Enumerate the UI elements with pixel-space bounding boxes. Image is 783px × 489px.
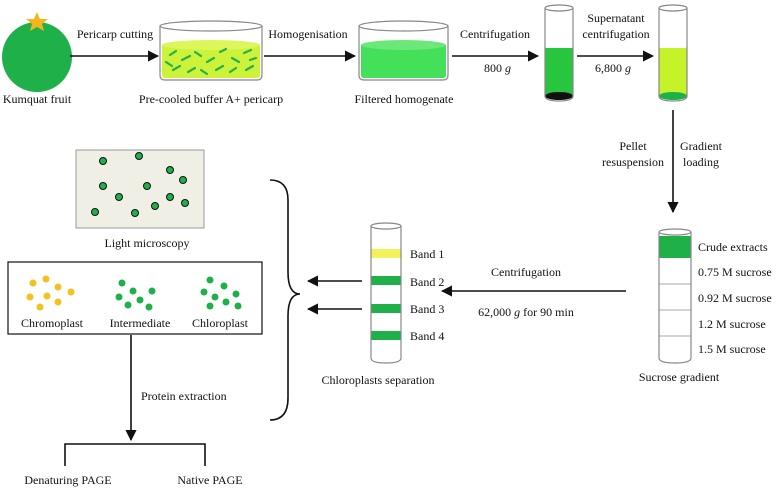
crude-extracts-layer [659, 236, 691, 258]
homogenate-surface [361, 40, 446, 50]
label-band-2: Band 2 [410, 275, 444, 289]
chromoplast-dots [26, 275, 75, 311]
label-denaturing-page: Denaturing PAGE [24, 473, 111, 487]
pericarp-pieces [164, 47, 258, 76]
fruit-body [2, 22, 72, 92]
beaker2-wall [358, 26, 449, 81]
label-pellet-2: resuspension [602, 155, 664, 169]
label-speed-6800: 6,800 g [595, 61, 631, 75]
label-light-microscopy: Light microscopy [105, 236, 190, 250]
curly-brace [269, 179, 301, 421]
label-gradient-2: loading [683, 155, 719, 169]
label-centrifugation-2: Centrifugation [491, 265, 561, 279]
tube-centrifuge-2 [658, 4, 688, 102]
label-filtered: Filtered homogenate [355, 92, 454, 106]
label-supernatant-1: Supernatant [587, 11, 645, 25]
sucrose-gradient-tube [658, 228, 692, 364]
buffer-liquid [162, 45, 260, 78]
label-crude-extracts: Crude extracts [698, 240, 768, 254]
gradient-tube-wall [658, 232, 692, 364]
label-gradient-1: Gradient [680, 139, 723, 153]
tube2-supernatant [659, 48, 687, 98]
tube1-pellet [545, 92, 573, 100]
band-3-layer [371, 304, 401, 313]
label-centrifugation-1: Centrifugation [460, 27, 530, 41]
label-chromoplast: Chromoplast [21, 316, 84, 330]
intermediate-dots [115, 279, 156, 311]
band-4-layer [371, 331, 401, 340]
label-sucrose-gradient: Sucrose gradient [639, 370, 720, 384]
label-kumquat-fruit: Kumquat fruit [3, 92, 72, 106]
branch-lines [64, 443, 206, 466]
beaker-wall [159, 26, 263, 81]
label-sucrose-15: 1.5 M sucrose [698, 342, 766, 356]
chloroplast-dots [200, 276, 242, 310]
label-speed-62000: 62,000 g for 90 min [478, 305, 574, 319]
band-1-layer [371, 249, 401, 258]
label-band-4: Band 4 [410, 329, 444, 343]
homogenate-liquid [361, 45, 446, 78]
band-2-layer [371, 276, 401, 285]
beaker-rim [159, 20, 263, 32]
label-band-3: Band 3 [410, 302, 444, 316]
label-pellet-1: Pellet [619, 139, 647, 153]
kumquat-fruit-icon [2, 12, 72, 92]
label-speed-800: 800 g [484, 61, 511, 75]
label-pericarp-cutting: Pericarp cutting [77, 27, 153, 41]
label-homogenisation: Homogenisation [268, 27, 347, 41]
bands-tube [370, 222, 402, 364]
label-band-1: Band 1 [410, 247, 444, 261]
microscopy-dots [91, 152, 189, 217]
plastid-types-box [7, 261, 263, 335]
tube2-rim [658, 4, 688, 12]
tube1-supernatant [545, 48, 573, 98]
label-intermediate: Intermediate [110, 316, 171, 330]
bands-tube-rim [370, 222, 402, 230]
tube2-wall [658, 8, 688, 102]
beaker-filtered [358, 20, 449, 81]
label-sucrose-12: 1.2 M sucrose [698, 317, 766, 331]
microscopy-image [75, 149, 205, 229]
label-protein-extraction: Protein extraction [141, 389, 227, 403]
tube1-wall [544, 8, 574, 102]
tube2-pellet [659, 92, 687, 100]
label-buffer: Pre-cooled buffer A+ pericarp [139, 92, 283, 106]
buffer-surface [162, 40, 260, 50]
beaker-buffer [159, 20, 263, 81]
tube1-rim [544, 4, 574, 12]
label-native-page: Native PAGE [177, 473, 242, 487]
beaker2-rim [358, 20, 449, 32]
bands-tube-wall [370, 226, 402, 364]
label-chloroplasts-separation: Chloroplasts separation [322, 373, 435, 387]
label-chloroplast: Chloroplast [192, 316, 249, 330]
label-supernatant-2: centrifugation [582, 27, 649, 41]
gradient-tube-rim [658, 228, 692, 236]
label-sucrose-075: 0.75 M sucrose [698, 265, 772, 279]
fruit-star-icon [26, 12, 48, 31]
label-sucrose-092: 0.92 M sucrose [698, 291, 772, 305]
tube-centrifuge-1 [544, 4, 574, 102]
